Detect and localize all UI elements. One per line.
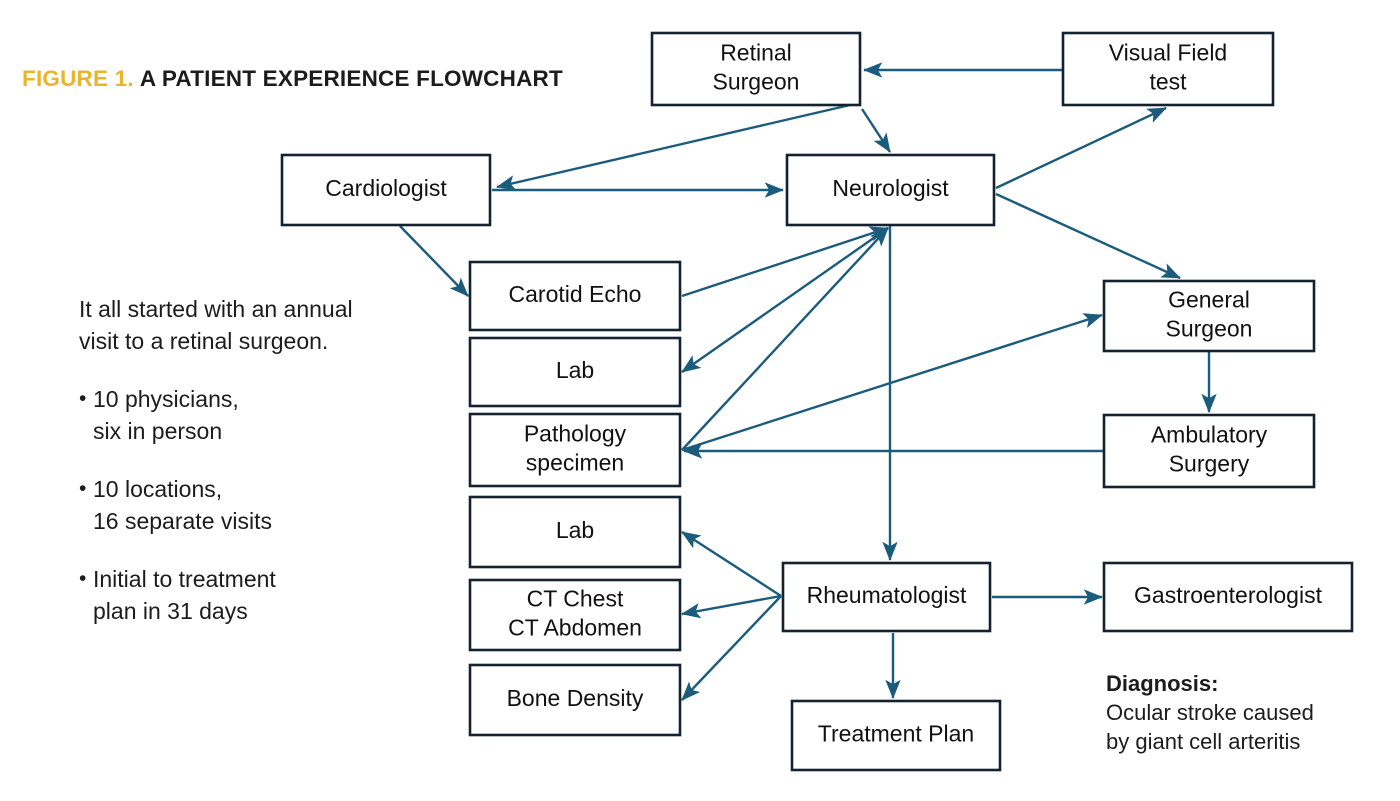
bullet-icon: • xyxy=(79,567,87,590)
node-rheumatologist[interactable]: Rheumatologist xyxy=(781,561,992,633)
edge-rheumatologist-to-bone_density xyxy=(681,595,782,701)
node-neurologist[interactable]: Neurologist xyxy=(785,153,996,227)
node-label: Rheumatologist xyxy=(807,582,967,608)
node-box[interactable] xyxy=(1061,31,1275,107)
edge-rheumatologist-to-lab_lower xyxy=(681,530,782,598)
node-label: Cardiologist xyxy=(325,175,447,201)
node-box[interactable] xyxy=(1102,561,1354,633)
node-label: Surgery xyxy=(1169,451,1250,477)
node-label: CT Abdomen xyxy=(508,615,642,641)
node-visual_field[interactable]: Visual Field test xyxy=(1061,31,1275,107)
diagnosis-note: Diagnosis: Ocular stroke caused by giant… xyxy=(1106,669,1386,756)
edge-neurologist-to-general_surgeon xyxy=(995,192,1181,280)
edge-neurologist-to-lab_upper xyxy=(681,227,889,373)
node-label: specimen xyxy=(526,450,624,476)
node-box[interactable] xyxy=(280,153,492,227)
node-box[interactable] xyxy=(468,578,682,652)
edge-pathology_specimen-to-general_surgeon xyxy=(681,313,1103,452)
node-label: Gastroenterologist xyxy=(1134,582,1323,608)
edge-retinal_surgeon-to-cardiologist xyxy=(496,103,851,191)
diagnosis-heading: Diagnosis: xyxy=(1106,671,1219,696)
node-label: General xyxy=(1168,287,1250,313)
edge-cardiologist-to-carotid_echo xyxy=(399,225,469,297)
node-box[interactable] xyxy=(468,663,682,737)
node-box[interactable] xyxy=(790,699,1002,772)
figure-title-text: A PATIENT EXPERIENCE FLOWCHART xyxy=(139,66,563,91)
node-label: Lab xyxy=(556,517,594,543)
node-label: Ambulatory xyxy=(1151,422,1268,448)
figure-number-label: FIGURE 1. xyxy=(22,66,134,91)
bullet-text: Initial to treatment plan in 31 days xyxy=(93,566,276,624)
node-carotid_echo[interactable]: Carotid Echo xyxy=(468,260,682,332)
node-label: Neurologist xyxy=(832,175,949,201)
node-box[interactable] xyxy=(468,412,682,488)
node-box[interactable] xyxy=(468,336,682,408)
node-gastroenterologist[interactable]: Gastroenterologist xyxy=(1102,561,1354,633)
node-treatment_plan[interactable]: Treatment Plan xyxy=(790,699,1002,772)
bullet-icon: • xyxy=(79,477,87,500)
node-label: Surgeon xyxy=(713,69,800,95)
edge-retinal_surgeon-to-neurologist xyxy=(860,108,892,153)
node-label: Lab xyxy=(556,357,594,383)
diagnosis-body: Ocular stroke caused by giant cell arter… xyxy=(1106,700,1314,754)
page-title: FIGURE 1.A PATIENT EXPERIENCE FLOWCHART xyxy=(22,66,563,92)
node-box[interactable] xyxy=(468,495,682,569)
narrative-column: It all started with an annual visit to a… xyxy=(79,293,379,653)
node-label: Carotid Echo xyxy=(509,281,642,307)
node-box[interactable] xyxy=(1102,413,1316,489)
node-box[interactable] xyxy=(468,260,682,332)
list-item: • Initial to treatment plan in 31 days xyxy=(79,563,379,627)
bullet-icon: • xyxy=(79,387,87,410)
node-label: test xyxy=(1149,69,1187,95)
edge-layer xyxy=(399,62,1217,701)
node-label: Treatment Plan xyxy=(818,721,974,747)
node-bone_density[interactable]: Bone Density xyxy=(468,663,682,737)
node-lab_upper[interactable]: Lab xyxy=(468,336,682,408)
node-label: CT Chest xyxy=(527,586,624,612)
node-box[interactable] xyxy=(781,561,992,633)
node-label: Surgeon xyxy=(1166,316,1253,342)
node-pathology_specimen[interactable]: Pathology specimen xyxy=(468,412,682,488)
edge-neurologist-to-visual_field xyxy=(995,106,1167,190)
bullet-text: 10 locations, 16 separate visits xyxy=(93,476,272,534)
node-cardiologist[interactable]: Cardiologist xyxy=(280,153,492,227)
node-label: Retinal xyxy=(720,40,792,66)
node-box[interactable] xyxy=(785,153,996,227)
node-label: Bone Density xyxy=(507,685,644,711)
edge-carotid_echo-to-neurologist xyxy=(681,226,889,298)
bullet-text: 10 physicians, six in person xyxy=(93,386,239,444)
node-box[interactable] xyxy=(650,31,862,107)
node-ct_chest_abdomen[interactable]: CT Chest CT Abdomen xyxy=(468,578,682,652)
node-label: Pathology xyxy=(524,421,627,447)
node-lab_lower[interactable]: Lab xyxy=(468,495,682,569)
list-item: • 10 locations, 16 separate visits xyxy=(79,473,379,537)
intro-paragraph: It all started with an annual visit to a… xyxy=(79,296,353,354)
node-box[interactable] xyxy=(1102,279,1316,353)
list-item: • 10 physicians, six in person xyxy=(79,383,379,447)
edge-pathology_specimen-to-neurologist xyxy=(681,227,889,451)
node-label: Visual Field xyxy=(1109,40,1227,66)
edge-rheumatologist-to-ct_chest_abdomen xyxy=(681,594,782,619)
